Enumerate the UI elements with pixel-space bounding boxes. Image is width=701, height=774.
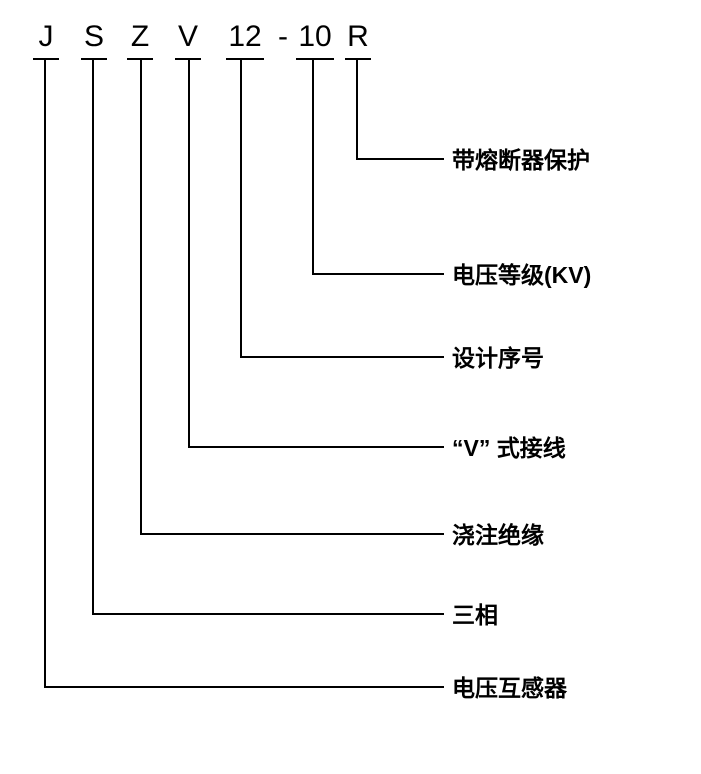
label-voltage-transformer: 电压互感器 xyxy=(452,675,567,701)
connector-vertical-10 xyxy=(312,60,314,275)
label-fuse-protection: 带熔断器保护 xyxy=(452,147,590,173)
connector-vertical-j xyxy=(44,60,46,688)
label-v-connection: “V” 式接线 xyxy=(452,435,566,461)
connector-horizontal-s xyxy=(92,613,444,615)
connector-vertical-12 xyxy=(240,60,242,358)
label-design-serial: 设计序号 xyxy=(452,345,544,371)
code-part-r: R xyxy=(345,22,371,60)
code-part-hyphen: - xyxy=(278,20,288,53)
code-part-10: 10 xyxy=(296,22,334,60)
connector-horizontal-10 xyxy=(312,273,444,275)
connector-vertical-s xyxy=(92,60,94,615)
code-part-12: 12 xyxy=(226,22,264,60)
label-voltage-class: 电压等级(KV) xyxy=(452,262,592,288)
connector-vertical-r xyxy=(356,60,358,160)
connector-horizontal-z xyxy=(140,533,444,535)
label-three-phase: 三相 xyxy=(452,602,498,628)
connector-vertical-z xyxy=(140,60,142,535)
code-part-s: S xyxy=(81,22,107,60)
code-part-j: J xyxy=(33,22,59,60)
code-part-z: Z xyxy=(127,22,153,60)
connector-horizontal-r xyxy=(356,158,444,160)
connector-horizontal-j xyxy=(44,686,444,688)
connector-vertical-v xyxy=(188,60,190,448)
connector-horizontal-v xyxy=(188,446,444,448)
connector-horizontal-12 xyxy=(240,356,444,358)
code-part-v: V xyxy=(175,22,201,60)
label-cast-insulation: 浇注绝缘 xyxy=(452,522,544,548)
